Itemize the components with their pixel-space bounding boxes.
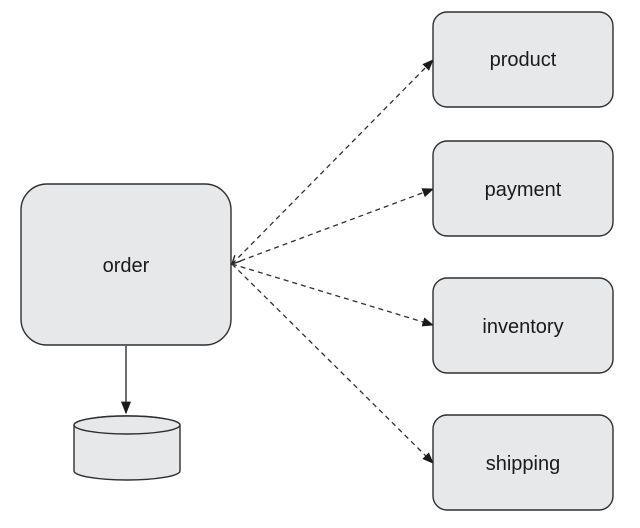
order-node: order (20, 183, 232, 346)
payment-node: payment (432, 140, 614, 237)
order-node-label: order (103, 255, 150, 277)
shipping-node-label: shipping (486, 453, 561, 475)
arrow-order-to-shipping (231, 263, 434, 464)
shipping-node: shipping (432, 414, 614, 511)
arrow-order-to-product (232, 60, 433, 264)
payment-node-label: payment (485, 179, 562, 201)
product-node: product (432, 11, 614, 108)
inventory-node: inventory (432, 277, 614, 374)
database-icon (73, 415, 181, 481)
product-node-label: product (490, 49, 557, 71)
arrow-order-to-payment (231, 188, 435, 265)
inventory-node-label: inventory (482, 316, 563, 338)
arrow-order-to-inventory (231, 263, 435, 327)
dependency-arrows (231, 60, 435, 464)
